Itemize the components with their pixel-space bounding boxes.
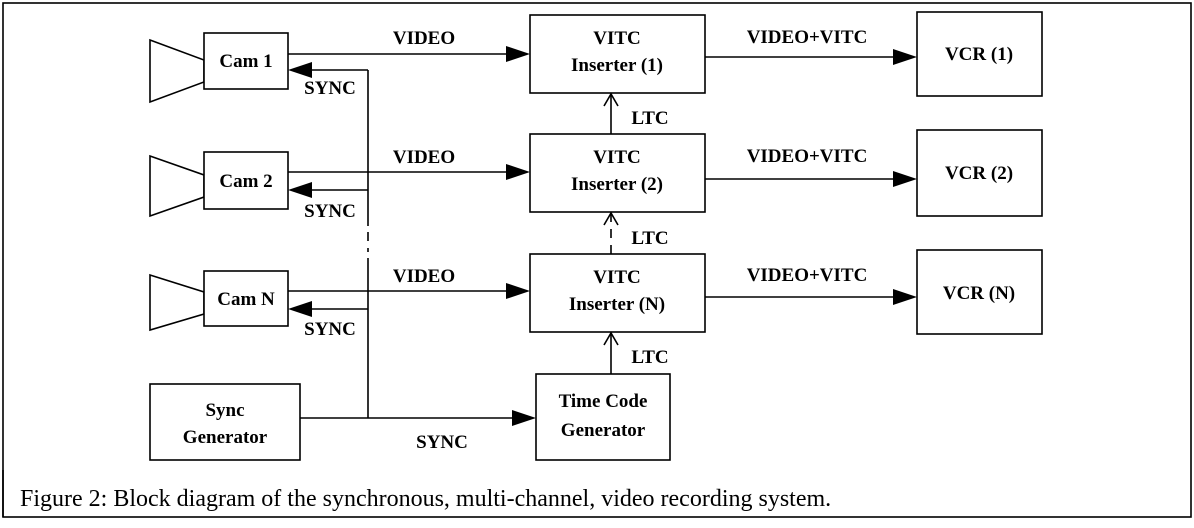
sync-generator-box: [149, 383, 301, 461]
ltc-label-2: LTC: [631, 228, 668, 249]
ltc-arrowhead-1: [603, 92, 619, 107]
time-code-generator-line1: Time Code: [559, 391, 648, 412]
video-arrowhead-n: [506, 283, 530, 299]
sync-gen-output-label: SYNC: [416, 432, 468, 453]
figure-caption: Figure 2: Block diagram of the synchrono…: [20, 486, 831, 512]
vcr-1: VCR (1): [916, 11, 1043, 97]
vitc-inserter-2-line2: Inserter (2): [571, 174, 663, 195]
sync-arrowhead-2: [288, 182, 312, 198]
vcr-2-label: VCR (2): [945, 163, 1013, 184]
output-label-n: VIDEO+VITC: [747, 265, 868, 286]
video-label-2: VIDEO: [393, 147, 455, 168]
vcr-2-box: [916, 129, 1043, 217]
time-code-generator-line2: Generator: [561, 420, 646, 441]
sync-label-2: SYNC: [304, 201, 356, 222]
vitc-inserter-n-box: [529, 253, 706, 333]
ltc-arrowhead-2: [603, 211, 619, 226]
vitc-inserter-1-box: [529, 14, 706, 94]
sync-arrowhead-n: [288, 301, 312, 317]
output-arrowhead-n: [893, 289, 917, 305]
vitc-inserter-2: VITC Inserter (2): [529, 133, 706, 213]
output-arrowhead-2: [893, 171, 917, 187]
camera-1-box: [203, 32, 289, 90]
ltc-arrowhead-n: [603, 331, 619, 346]
sync-arrowhead-1: [288, 62, 312, 78]
camera-n-box: [203, 270, 289, 327]
ltc-label-1: LTC: [631, 108, 668, 129]
sync-generator-line1: Sync: [205, 400, 244, 421]
vitc-inserter-1-line1: VITC: [593, 28, 641, 49]
vcr-n-label: VCR (N): [943, 283, 1015, 304]
vcr-n: VCR (N): [916, 249, 1043, 335]
camera-n-label: Cam N: [217, 289, 275, 310]
vcr-1-box: [916, 11, 1043, 97]
camera-2: Cam 2: [149, 151, 289, 218]
output-label-2: VIDEO+VITC: [747, 146, 868, 167]
video-arrowhead-1: [506, 46, 530, 62]
time-code-generator-box: [535, 373, 671, 461]
vitc-inserter-2-line1: VITC: [593, 147, 641, 168]
vitc-inserter-n-line2: Inserter (N): [569, 294, 665, 315]
sync-generator: Sync Generator: [149, 383, 301, 461]
camera-1: Cam 1: [149, 32, 289, 104]
video-arrowhead-2: [506, 164, 530, 180]
vcr-2: VCR (2): [916, 129, 1043, 217]
vitc-inserter-2-box: [529, 133, 706, 213]
time-code-generator: Time Code Generator: [535, 373, 671, 461]
output-arrowhead-1: [893, 49, 917, 65]
vitc-inserter-1: VITC Inserter (1): [529, 14, 706, 94]
vitc-inserter-n: VITC Inserter (N): [529, 253, 706, 333]
sync-to-tcg-arrowhead: [512, 410, 536, 426]
camera-2-label: Cam 2: [219, 171, 272, 192]
camera-2-box: [203, 151, 289, 210]
sync-label-1: SYNC: [304, 78, 356, 99]
vcr-1-label: VCR (1): [945, 44, 1013, 65]
vcr-n-box: [916, 249, 1043, 335]
vitc-inserter-n-line1: VITC: [593, 267, 641, 288]
vitc-inserter-1-line2: Inserter (1): [571, 55, 663, 76]
camera-1-label: Cam 1: [219, 51, 272, 72]
camera-n: Cam N: [149, 270, 289, 332]
video-label-1: VIDEO: [393, 28, 455, 49]
ltc-label-n: LTC: [631, 347, 668, 368]
sync-label-n: SYNC: [304, 319, 356, 340]
output-label-1: VIDEO+VITC: [747, 27, 868, 48]
video-label-n: VIDEO: [393, 266, 455, 287]
sync-generator-line2: Generator: [183, 427, 268, 448]
